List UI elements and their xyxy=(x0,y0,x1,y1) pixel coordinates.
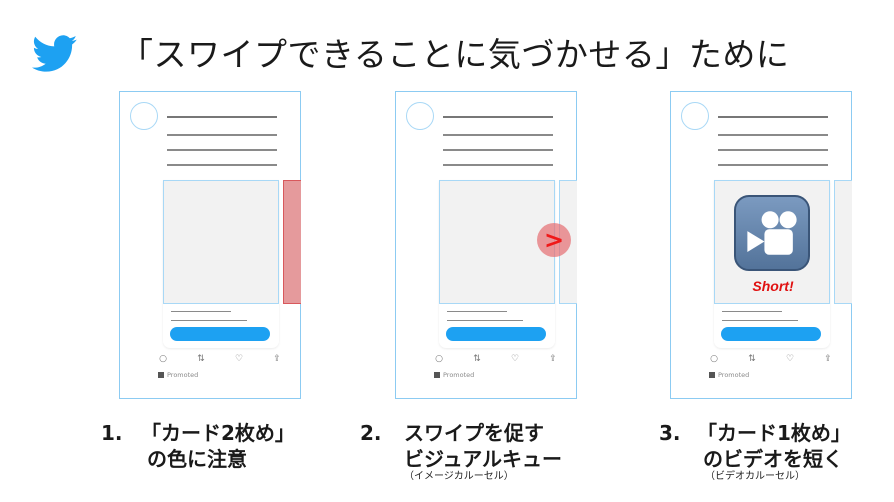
tweet-mockup-3: Short! ○ ⇅ ♡ ⇪ Promoted xyxy=(670,91,852,399)
text-line xyxy=(718,116,828,118)
card-text-line xyxy=(171,320,247,322)
share-icon[interactable]: ⇪ xyxy=(549,354,557,364)
reply-icon[interactable]: ○ xyxy=(159,354,167,364)
swipe-next-button[interactable]: > xyxy=(537,223,571,257)
tweet-mockup-2: > ○ ⇅ ♡ ⇪ Promoted xyxy=(395,91,577,399)
card-media xyxy=(163,180,279,304)
reply-icon[interactable]: ○ xyxy=(435,354,443,364)
tweet-mockup-1: ○ ⇅ ♡ ⇪ Promoted xyxy=(119,91,301,399)
text-line xyxy=(443,134,553,136)
like-icon[interactable]: ♡ xyxy=(785,354,795,364)
carousel-card-1[interactable] xyxy=(163,180,279,348)
like-icon[interactable]: ♡ xyxy=(510,354,520,364)
caption-line-1: 「カード1枚め」 xyxy=(697,421,851,445)
text-line xyxy=(167,164,277,166)
card-text-line xyxy=(722,320,798,322)
text-line xyxy=(167,116,277,118)
carousel-card-2[interactable] xyxy=(834,180,852,304)
card-media: Short! xyxy=(714,180,830,304)
carousel-card-2-highlighted[interactable] xyxy=(283,180,301,304)
carousel-card-1-video[interactable]: Short! xyxy=(714,180,830,348)
card-media xyxy=(439,180,555,304)
text-line xyxy=(443,116,553,118)
movie-camera-icon xyxy=(734,195,810,271)
caption-number: 2. xyxy=(360,421,382,445)
chevron-right-icon: > xyxy=(543,226,565,254)
avatar-placeholder xyxy=(681,102,709,130)
caption-line-2: のビデオを短く xyxy=(703,447,843,471)
text-line xyxy=(718,164,828,166)
page-title: 「スワイプできることに気づかせる」ために xyxy=(120,35,790,74)
caption-number: 1. xyxy=(101,421,123,445)
card-text-line xyxy=(447,311,507,313)
retweet-icon[interactable]: ⇅ xyxy=(473,354,481,364)
promoted-label: Promoted xyxy=(434,371,474,379)
caption-subtext: （ビデオカルーセル） xyxy=(705,471,805,482)
twitter-bird-icon xyxy=(32,35,78,72)
caption-subtext: （イメージカルーセル） xyxy=(404,471,514,482)
cta-button[interactable] xyxy=(170,327,270,341)
text-line xyxy=(443,164,553,166)
caption-number: 3. xyxy=(659,421,681,445)
promoted-icon xyxy=(709,372,715,378)
share-icon[interactable]: ⇪ xyxy=(824,354,832,364)
text-line xyxy=(443,149,553,151)
promoted-icon xyxy=(434,372,440,378)
short-badge: Short! xyxy=(752,278,794,294)
card-text-line xyxy=(171,311,231,313)
promoted-icon xyxy=(158,372,164,378)
retweet-icon[interactable]: ⇅ xyxy=(197,354,205,364)
text-line xyxy=(718,134,828,136)
reply-icon[interactable]: ○ xyxy=(710,354,718,364)
cta-button[interactable] xyxy=(446,327,546,341)
cta-button[interactable] xyxy=(721,327,821,341)
card-text-line xyxy=(447,320,523,322)
carousel-card-1[interactable] xyxy=(439,180,555,348)
text-line xyxy=(718,149,828,151)
text-line xyxy=(167,134,277,136)
promoted-label: Promoted xyxy=(158,371,198,379)
avatar-placeholder xyxy=(130,102,158,130)
text-line xyxy=(167,149,277,151)
promoted-label: Promoted xyxy=(709,371,749,379)
avatar-placeholder xyxy=(406,102,434,130)
like-icon[interactable]: ♡ xyxy=(234,354,244,364)
share-icon[interactable]: ⇪ xyxy=(273,354,281,364)
card-text-line xyxy=(722,311,782,313)
caption-line-2: ビジュアルキュー xyxy=(404,447,562,471)
retweet-icon[interactable]: ⇅ xyxy=(748,354,756,364)
caption-line-1: スワイプを促す xyxy=(404,421,544,445)
caption-line-2: の色に注意 xyxy=(147,447,247,471)
caption-line-1: 「カード2枚め」 xyxy=(141,421,295,445)
